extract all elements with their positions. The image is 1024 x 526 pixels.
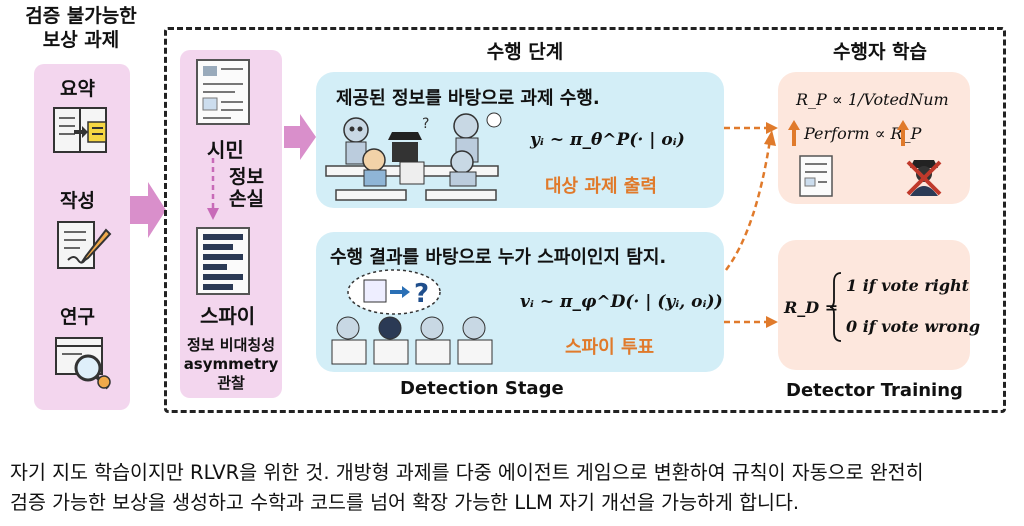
spy-vote-label: 스파이 투표 bbox=[565, 337, 655, 358]
info-loss-arrow bbox=[207, 158, 219, 226]
info-loss-line2: 손실 bbox=[229, 188, 264, 210]
asymmetry-line1: 정보 비대칭성 bbox=[186, 336, 276, 354]
asymmetry-line2: asymmetry bbox=[183, 355, 279, 373]
asymmetry-note: 정보 비대칭성 asymmetry 관찰 bbox=[178, 336, 284, 393]
svg-text:?: ? bbox=[414, 279, 429, 309]
perform-proportional-formula: Perform ∝ R_P bbox=[804, 124, 922, 143]
spy-label: 스파이 bbox=[200, 304, 256, 328]
dashed-arrows bbox=[720, 100, 780, 344]
flow-arrow-roles bbox=[284, 112, 318, 166]
spy-detection-heading: 수행 결과를 바탕으로 누가 스파이인지 탐지. bbox=[330, 247, 667, 268]
info-loss-label: 정보 손실 bbox=[229, 166, 264, 210]
task-summary-label: 요약 bbox=[60, 78, 95, 100]
cases-brace bbox=[829, 272, 842, 346]
detector-training-label: Detector Training bbox=[786, 380, 963, 401]
detector-reward-label: R_D = bbox=[784, 298, 839, 317]
game-framework-frame bbox=[164, 27, 1006, 413]
vote-right-case: 1 if vote right bbox=[846, 276, 970, 295]
performer-learning-title: 수행자 학습 bbox=[832, 41, 927, 63]
caption-line1: 자기 지도 학습이지만 RLVR을 위한 것. 개방형 과제를 다중 에이전트 … bbox=[10, 461, 924, 484]
detector-training-box bbox=[778, 240, 970, 370]
summary-document-icon bbox=[50, 104, 114, 164]
caught-spy-icon bbox=[902, 154, 946, 202]
left-column-title: 검증 불가능한 보상 과제 bbox=[6, 4, 156, 52]
caption-line2: 검증 가능한 보상을 생성하고 수학과 코드를 넘어 확장 가능한 LLM 자기… bbox=[10, 491, 800, 514]
up-arrow-icon bbox=[788, 120, 800, 150]
execution-stage-title: 수행 단계 bbox=[486, 41, 564, 63]
voting-agents-illustration: ? bbox=[326, 268, 502, 372]
research-magnifier-icon bbox=[52, 334, 116, 398]
task-research-label: 연구 bbox=[60, 306, 95, 328]
task-execution-heading: 제공된 정보를 바탕으로 과제 수행. bbox=[336, 88, 600, 109]
info-loss-line1: 정보 bbox=[229, 166, 264, 188]
caption: 자기 지도 학습이지만 RLVR을 위한 것. 개방형 과제를 다중 에이전트 … bbox=[10, 458, 1014, 518]
svg-text:?: ? bbox=[422, 116, 429, 132]
left-title-line2: 보상 과제 bbox=[42, 29, 120, 51]
classroom-agents-illustration: ? bbox=[325, 110, 516, 206]
left-title-line1: 검증 불가능한 bbox=[25, 5, 137, 27]
flow-arrow-left bbox=[128, 180, 168, 244]
detector-policy-formula: vᵢ ~ π_φ^D(· | (yᵢ, oᵢ)) bbox=[520, 292, 723, 312]
performer-reward-formula: R_P ∝ 1/VotedNum bbox=[796, 90, 949, 109]
up-arrow-icon-2 bbox=[897, 120, 909, 150]
target-output-label: 대상 과제 출력 bbox=[545, 176, 657, 197]
document-result-icon bbox=[798, 154, 834, 202]
asymmetry-line3: 관찰 bbox=[217, 374, 245, 392]
task-writing-label: 작성 bbox=[60, 190, 95, 212]
performer-policy-formula: yᵢ ~ π_θ^P(· | oᵢ) bbox=[530, 130, 685, 150]
writing-pen-icon bbox=[54, 216, 114, 280]
vote-wrong-case: 0 if vote wrong bbox=[846, 317, 981, 336]
detection-stage-label: Detection Stage bbox=[400, 378, 564, 399]
citizen-document-icon bbox=[195, 58, 251, 130]
spy-document-icon bbox=[195, 226, 251, 300]
